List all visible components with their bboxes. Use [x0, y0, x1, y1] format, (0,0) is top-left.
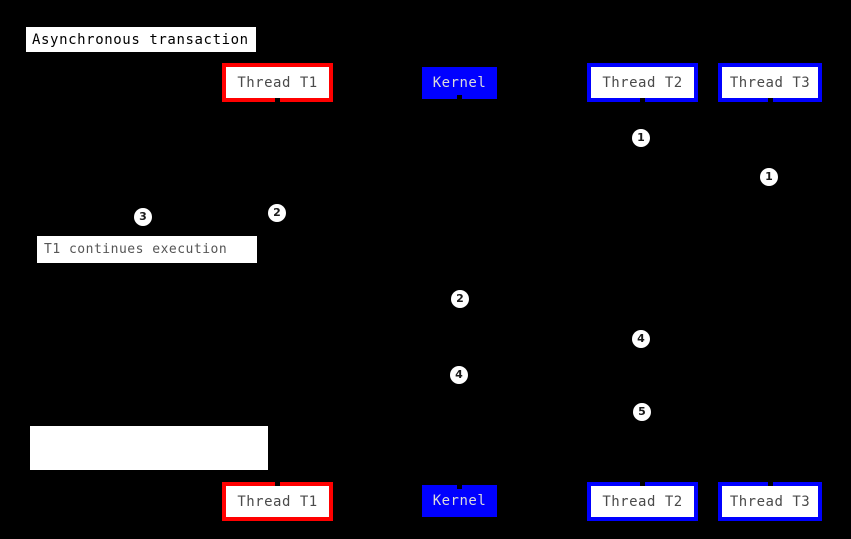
lifeline-header-kernel-top[interactable]: Kernel: [422, 67, 497, 99]
step-marker-2: 2: [451, 290, 469, 308]
lifeline-label: Thread T2: [602, 74, 683, 91]
lifeline-notch-icon: [767, 482, 773, 486]
lifeline-header-thread-t1-top[interactable]: Thread T1: [222, 63, 333, 102]
empty-note-box: [30, 426, 268, 470]
step-marker-3: 3: [134, 208, 152, 226]
lifeline-header-thread-t1-bottom[interactable]: Thread T1: [222, 482, 333, 521]
lifeline-notch-icon: [275, 98, 280, 102]
diagram-title-box: Asynchronous transaction: [26, 27, 256, 52]
step-marker-4: 4: [450, 366, 468, 384]
lifeline-header-thread-t2-bottom[interactable]: Thread T2: [587, 482, 698, 521]
lifeline-header-thread-t3-top[interactable]: Thread T3: [718, 63, 822, 102]
lifeline-notch-icon: [457, 95, 462, 99]
lifeline-label: Thread T3: [729, 74, 811, 91]
lifeline-header-kernel-bottom[interactable]: Kernel: [422, 485, 497, 517]
step-marker-4: 4: [632, 330, 650, 348]
lifeline-label: Kernel: [432, 75, 487, 91]
lifeline-notch-icon: [275, 482, 280, 486]
lifeline-notch-icon: [640, 482, 645, 486]
note-label: T1 continues execution: [44, 242, 228, 257]
diagram-title-label: Asynchronous transaction: [32, 31, 249, 48]
lifeline-label: Thread T3: [729, 493, 811, 510]
lifeline-label: Thread T1: [237, 493, 318, 510]
lifeline-label: Thread T1: [237, 74, 318, 91]
step-marker-1: 1: [632, 129, 650, 147]
lifeline-header-thread-t3-bottom[interactable]: Thread T3: [718, 482, 822, 521]
lifeline-header-thread-t2-top[interactable]: Thread T2: [587, 63, 698, 102]
step-marker-2: 2: [268, 204, 286, 222]
lifeline-label: Kernel: [432, 493, 487, 509]
lifeline-notch-icon: [640, 98, 645, 102]
note-box: T1 continues execution: [37, 236, 257, 263]
lifeline-label: Thread T2: [602, 493, 683, 510]
step-marker-1: 1: [760, 168, 778, 186]
lifeline-notch-icon: [767, 98, 773, 102]
lifeline-notch-icon: [457, 485, 462, 489]
step-marker-5: 5: [633, 403, 651, 421]
